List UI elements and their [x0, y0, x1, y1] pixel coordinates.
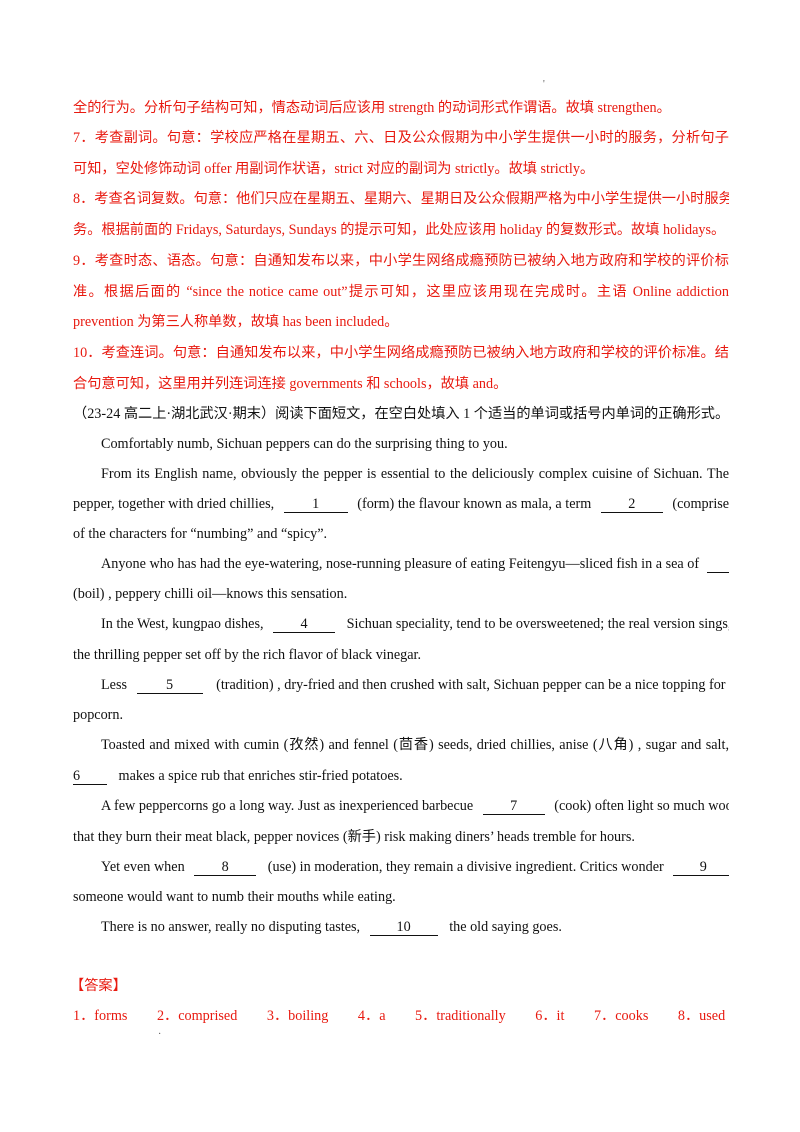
answer-list: 1．forms 2．comprised 3．boiling 4．a 5．trad… [73, 1006, 729, 1026]
passage-line: the thrilling pepper set off by the rich… [73, 647, 422, 663]
blank-4: 4 [273, 616, 336, 633]
answer-item: 2．comprised [156, 1008, 238, 1024]
answer-header: 【答案】 [70, 978, 127, 994]
passage-line: popcorn. [73, 707, 124, 723]
passage-line: 6 makes a spice rub that enriches stir-f… [73, 768, 403, 785]
passage-title-line: Comfortably numb, Sichuan peppers can do… [101, 436, 508, 452]
explanation-line: 准。根据后面的 “since the notice came out”提示可知，… [73, 284, 729, 300]
explanation-line: 9．考查时态、语态。句意：自通知发布以来，中小学生网络成瘾预防已被纳入地方政府和… [73, 253, 729, 269]
task-instruction: （23-24 高二上·湖北武汉·期末）阅读下面短文，在空白处填入 1 个适当的单… [73, 406, 729, 422]
passage-line: Toasted and mixed with cumin (孜然) and fe… [101, 737, 729, 753]
answer-item: 6．it [535, 1008, 565, 1024]
passage-line: Less 5 (tradition) , dry-fried and then … [101, 677, 726, 694]
answer-item: 7．cooks [593, 1008, 649, 1024]
answer-item: 5．traditionally [415, 1008, 506, 1024]
passage-line: Anyone who has had the eye-watering, nos… [101, 554, 729, 574]
blank-6: 6 [73, 768, 107, 785]
blank-2: 2 [600, 496, 663, 513]
explanation-line: 合句意可知，这里用并列连词连接 governments 和 schools，故填… [73, 376, 508, 392]
answer-item: 3．boiling [266, 1008, 329, 1024]
passage-line: that they burn their meat black, pepper … [73, 829, 635, 845]
explanation-line: 8．考查名词复数。句意：他们只应在星期五、星期六、星期日及公众假期严格为中小学生… [73, 191, 729, 207]
explanation-line: 可知，空处修饰动词 offer 用副词作状语，strict 对应的副词为 str… [73, 161, 595, 177]
explanation-line: 务。根据前面的 Fridays, Saturdays, Sundays 的提示可… [73, 222, 726, 238]
answer-item: 8．used [677, 1008, 726, 1024]
blank-10: 10 [369, 919, 438, 936]
explanation-line: 10．考查连词。句意：自通知发布以来，中小学生网络成瘾预防已被纳入地方政府和学校… [73, 345, 729, 361]
explanation-line: 全的行为。分析句子结构可知，情态动词后应该用 strength 的动词形式作谓语… [73, 100, 671, 116]
blank-5: 5 [136, 677, 203, 694]
passage-line: (boil) , peppery chilli oil—knows this s… [73, 586, 348, 602]
explanation-line: prevention 为第三人称单数，故填 has been included。 [73, 314, 399, 330]
answer-item: 1．forms [73, 1008, 128, 1024]
blank-3: 3 [706, 556, 729, 573]
passage-line: In the West, kungpao dishes, 4 Sichuan s… [101, 616, 729, 633]
explanation-line: 7．考查副词。句意：学校应严格在星期五、六、日及公众假期为中小学生提供一小时的服… [73, 130, 729, 146]
passage-line: someone would want to numb their mouths … [73, 889, 396, 905]
blank-9: 9 [673, 859, 729, 876]
page-mark-bottom: · [158, 1029, 162, 1040]
passage-line: Yet even when 8 (use) in moderation, the… [101, 857, 729, 877]
passage-line: From its English name, obviously the pep… [101, 466, 729, 482]
answer-item: 4．a [357, 1008, 386, 1024]
passage-line: There is no answer, really no disputing … [101, 919, 562, 936]
passage-line: of the characters for “numbing” and “spi… [73, 526, 328, 542]
blank-1: 1 [283, 496, 348, 513]
blank-8: 8 [194, 859, 257, 876]
page-mark-top: ' [543, 79, 545, 90]
passage-line: A few peppercorns go a long way. Just as… [101, 798, 729, 815]
passage-line: pepper, together with dried chillies, 1 … [73, 496, 729, 513]
blank-7: 7 [482, 798, 545, 815]
